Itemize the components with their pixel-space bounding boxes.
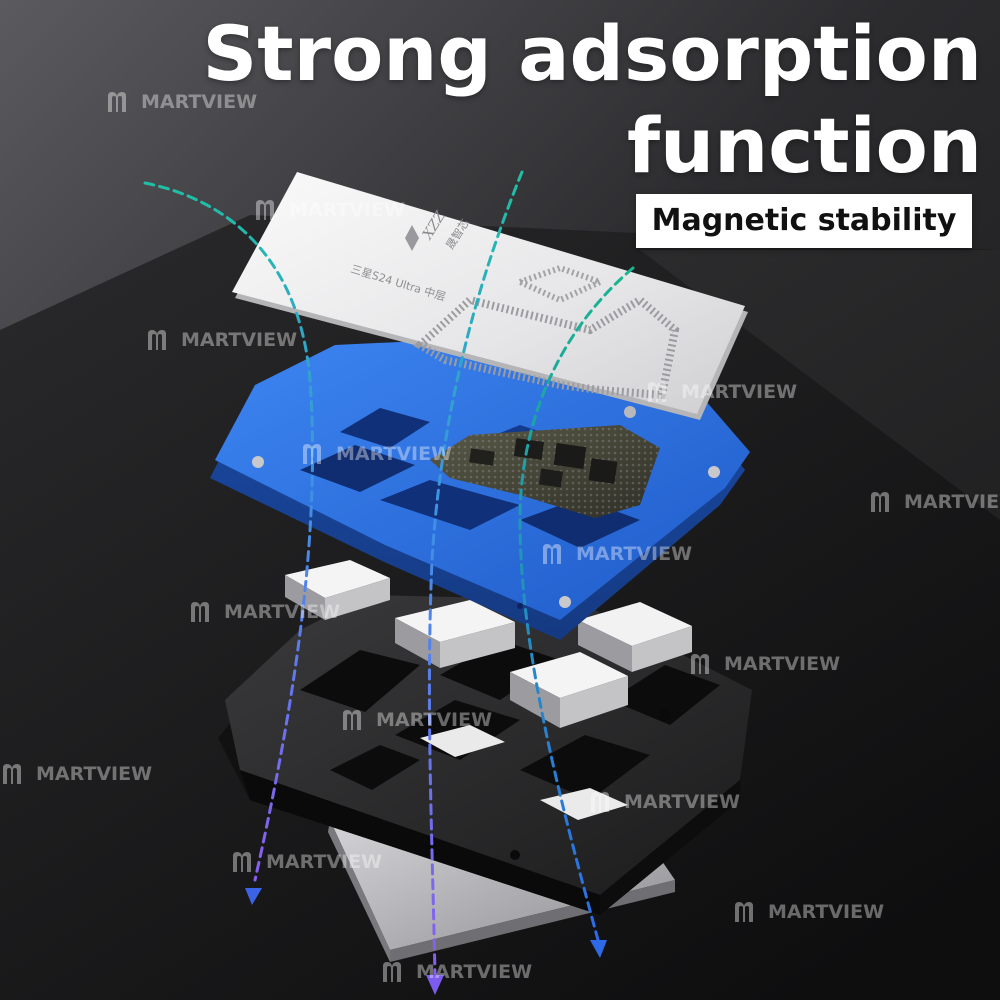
field-line-center (427, 170, 524, 977)
watermark: MARTVIEW (188, 598, 340, 626)
watermark-text: MARTVIEW (224, 601, 341, 623)
watermark: MARTVIEW (300, 440, 452, 468)
martview-m-logo-icon (145, 326, 173, 354)
arrow-down-icon (590, 940, 607, 958)
martview-m-logo-icon (688, 650, 716, 678)
martview-m-logo-icon (732, 898, 760, 926)
watermark-text: MARTVIEW (36, 763, 153, 785)
watermark-text: MARTVIEW (266, 851, 383, 873)
martview-m-logo-icon (105, 88, 133, 116)
field-line-left (143, 181, 315, 882)
martview-m-logo-icon (300, 440, 328, 468)
watermark-text: MARTVIEW (624, 791, 741, 813)
watermark-text: MARTVIEW (576, 543, 693, 565)
feature-badge: Magnetic stability (636, 194, 972, 248)
watermark: MARTVIEW (732, 898, 884, 926)
field-arrowheads (245, 888, 607, 995)
martview-m-logo-icon (588, 788, 616, 816)
watermark-text: MARTVIEW (141, 91, 258, 113)
watermark: MARTVIEW (688, 650, 840, 678)
watermark: MARTVIEW (588, 788, 740, 816)
watermark: MARTVIEW (645, 378, 797, 406)
watermark: MARTVIEW (0, 760, 152, 788)
watermark: MARTVIEW (340, 706, 492, 734)
watermark-text: MARTVIEW (416, 961, 533, 983)
watermark: MARTVIEW (253, 196, 405, 224)
arrow-down-icon (426, 975, 444, 995)
headline-line-1: Strong adsorption (202, 9, 982, 98)
martview-m-logo-icon (188, 598, 216, 626)
watermark: MARTVIEW (868, 488, 1000, 516)
watermark-text: MARTVIEW (289, 199, 406, 221)
martview-m-logo-icon (253, 196, 281, 224)
bga-stencil: XZZ 晟智芯 三星S24 Ultra 中层 (232, 172, 748, 420)
xzz-logo-icon (405, 225, 419, 251)
martview-m-logo-icon (0, 760, 28, 788)
watermark: MARTVIEW (145, 326, 297, 354)
arrow-down-icon (245, 888, 262, 905)
mainboard-pcb (430, 425, 660, 518)
headline-line-2: function (626, 101, 982, 190)
watermark-text: MARTVIEW (376, 709, 493, 731)
magnetic-steel-blocks (285, 560, 692, 820)
watermark-text: MARTVIEW (681, 381, 798, 403)
watermark-text: MARTVIEW (336, 443, 453, 465)
watermark: MARTVIEW (230, 848, 382, 876)
watermark: MARTVIEW (105, 88, 257, 116)
martview-m-logo-icon (540, 540, 568, 568)
field-line-right (518, 266, 635, 942)
martview-m-logo-icon (380, 958, 408, 986)
watermark: MARTVIEW (540, 540, 692, 568)
magnetic-field-lines (143, 170, 635, 977)
watermark: MARTVIEW (380, 958, 532, 986)
watermark-text: MARTVIEW (768, 901, 885, 923)
martview-m-logo-icon (868, 488, 896, 516)
martview-m-logo-icon (340, 706, 368, 734)
watermark-text: MARTVIEW (181, 329, 298, 351)
martview-m-logo-icon (645, 378, 673, 406)
martview-m-logo-icon (230, 848, 258, 876)
watermark-text: MARTVIEW (904, 491, 1000, 513)
watermark-text: MARTVIEW (724, 653, 841, 675)
